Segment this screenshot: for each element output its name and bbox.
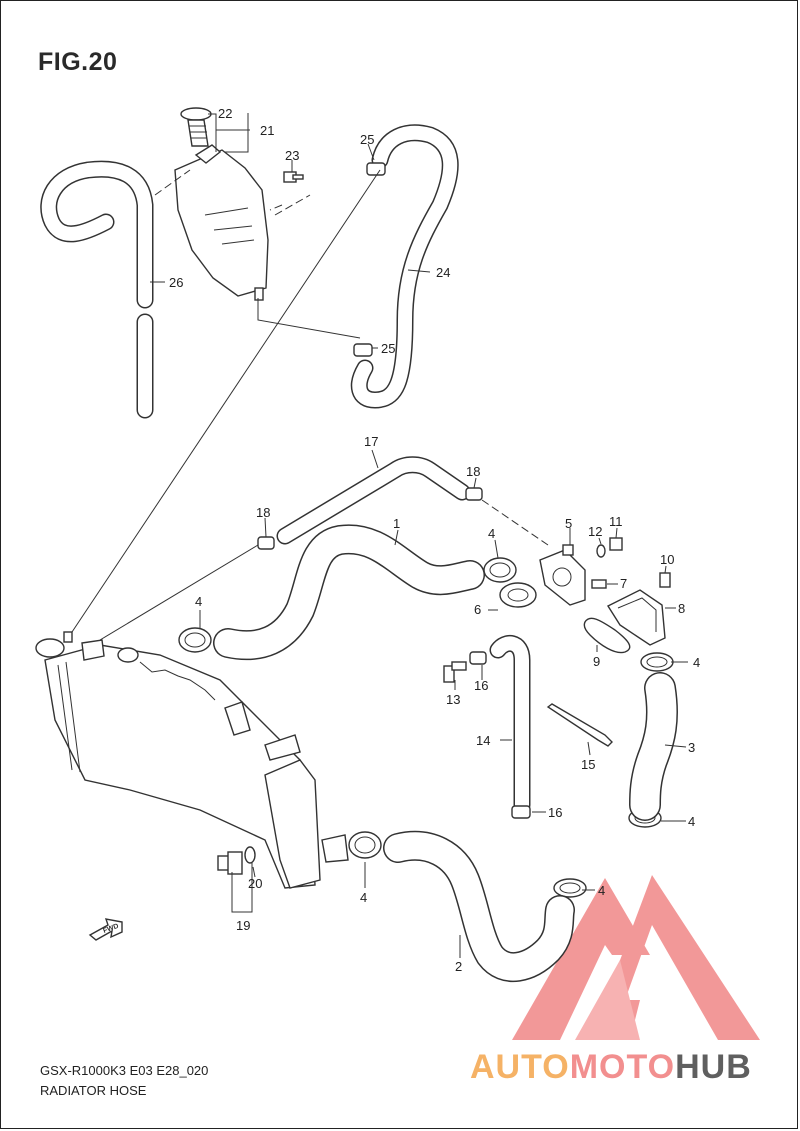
washer-12 [596,544,606,558]
watermark-logo-icon [512,875,760,1040]
small-hose-14 [489,635,531,814]
callout-13: 13 [446,692,460,707]
callout-15: 15 [581,757,595,772]
callout-20: 20 [248,876,262,891]
hose-clamp-4-c [640,652,674,672]
callout-4-b: 4 [488,526,495,541]
o-ring-9 [583,617,631,654]
clamp-25-top [366,162,386,176]
callout-26: 26 [169,275,183,290]
washer-20 [244,846,256,864]
callout-5: 5 [565,516,572,531]
callout-3: 3 [688,740,695,755]
callout-11: 11 [609,514,623,529]
reservoir-hose-24 [350,124,459,409]
hose-clamp-4-b [483,557,517,583]
callout-4-d: 4 [688,814,695,829]
callout-8: 8 [678,601,685,616]
thermostat-6 [499,582,537,608]
reservoir-tank [174,144,269,301]
radiator-hose-3 [629,672,678,821]
clamp-16-top [469,651,487,665]
watermark-part-hub: HUB [675,1048,752,1086]
bolt-13 [443,661,467,683]
clamp-16-bottom [511,805,531,819]
hose-clamp-4-f [553,878,587,898]
bolt-23 [283,171,304,183]
callout-18-left: 18 [256,505,270,520]
bolt-11 [609,537,623,551]
bolt-10 [659,572,671,588]
radiator-hose-2 [383,830,575,983]
figure-caption: RADIATOR HOSE [40,1083,147,1098]
watermark-part-moto: MOTO [569,1048,676,1086]
figure-title: FIG.20 [38,48,118,76]
callout-12: 12 [588,524,602,539]
reservoir-cap [180,107,212,147]
thermostat-cover-8 [606,589,666,646]
callout-25-bottom: 25 [381,341,395,356]
thermostat-housing-5 [539,544,586,606]
watermark-part-auto: AUTO [470,1048,570,1086]
callout-9: 9 [593,654,600,669]
callout-4-f: 4 [598,883,605,898]
forward-arrow-icon: FWD [88,918,123,941]
radiator [35,631,349,889]
clamp-25-bottom [353,343,373,357]
callout-19: 19 [236,918,250,933]
overflow-hose-26 [40,160,154,419]
callout-23: 23 [285,148,299,163]
callout-16-top: 16 [474,678,488,693]
callout-4-c: 4 [693,655,700,670]
callout-1: 1 [393,516,400,531]
callout-18-right: 18 [466,464,480,479]
hose-clamp-4-a [178,627,212,653]
bolt-7 [591,579,607,589]
callout-17: 17 [364,434,378,449]
callout-2: 2 [455,959,462,974]
callout-25-top: 25 [360,132,374,147]
callout-4-e: 4 [360,890,367,905]
callout-7: 7 [620,576,627,591]
drain-bolt-19 [217,851,243,875]
callout-14: 14 [476,733,490,748]
bypass-hose-17 [276,456,471,545]
callout-24: 24 [436,265,450,280]
model-code: GSX-R1000K3 E03 E28_020 [40,1063,209,1078]
callout-4-a: 4 [195,594,202,609]
callout-21: 21 [260,123,274,138]
callout-16-bottom: 16 [548,805,562,820]
callout-10: 10 [660,552,674,567]
radiator-hose-1 [213,524,485,661]
hose-clamp-4-e [348,831,382,859]
cable-tie-15 [546,703,613,747]
callout-22: 22 [218,106,232,121]
clamp-18-left [257,536,275,550]
callout-6: 6 [474,602,481,617]
clamp-18-right [465,487,483,501]
watermark-wordmark: AUTOMOTOHUB [470,1048,752,1087]
